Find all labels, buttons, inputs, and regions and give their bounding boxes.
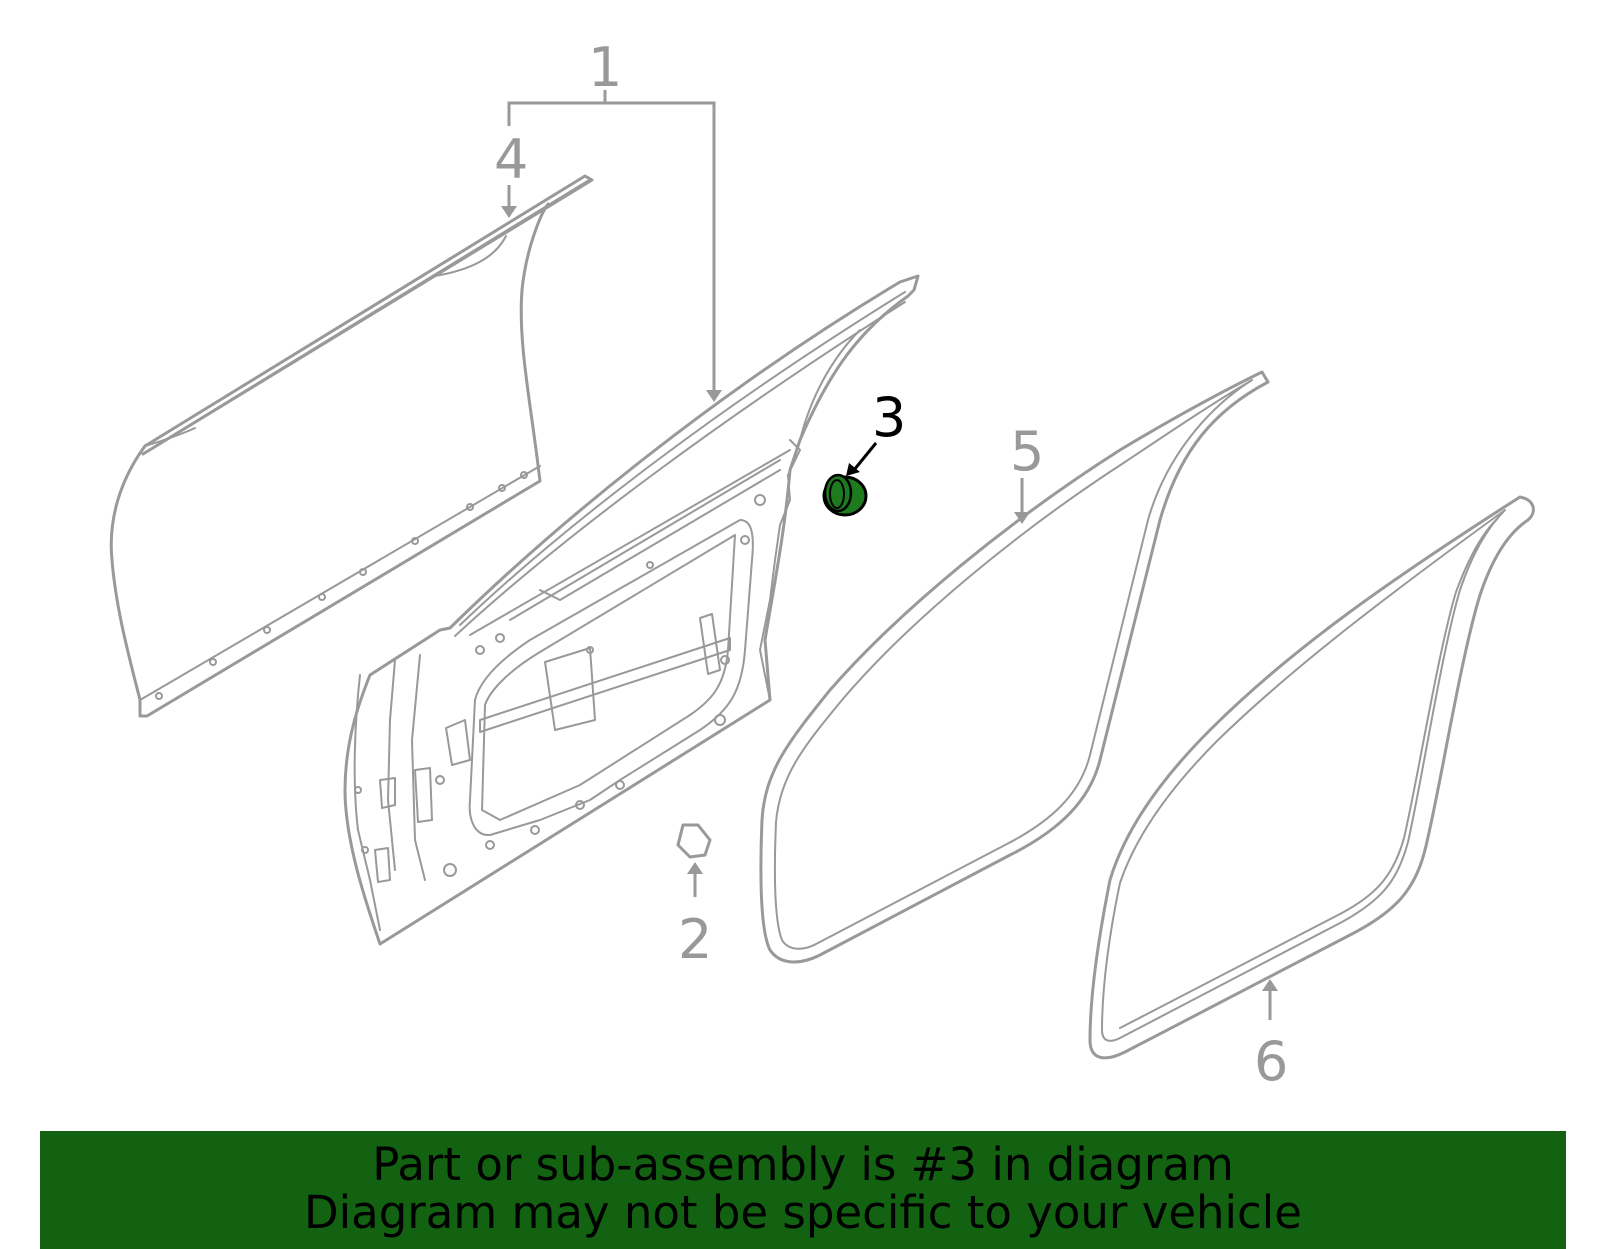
banner-line-2: Diagram may not be specific to your vehi…: [304, 1186, 1302, 1239]
door-shell[interactable]: [343, 274, 920, 946]
body-weatherstrip[interactable]: [1088, 495, 1535, 1060]
callout-1-bracket: [507, 90, 722, 402]
part-2-plug[interactable]: [676, 823, 712, 859]
info-banner: Part or sub-assembly is #3 in diagram Di…: [40, 1131, 1566, 1249]
banner-line-1: Part or sub-assembly is #3 in diagram: [372, 1138, 1234, 1191]
callout-4-leader: [501, 185, 517, 218]
callout-2-leader: [687, 862, 703, 897]
callout-2[interactable]: 2: [678, 908, 712, 971]
parts-diagram: 1 4: [109, 36, 1535, 1093]
outer-door-panel[interactable]: [109, 174, 594, 718]
callout-5[interactable]: 5: [1010, 420, 1044, 483]
callout-6-leader: [1262, 979, 1278, 1020]
callout-3-leader: [846, 442, 878, 476]
door-weatherstrip[interactable]: [759, 370, 1270, 964]
part-3-plug[interactable]: [822, 473, 868, 517]
callout-4[interactable]: 4: [494, 128, 528, 191]
callout-1[interactable]: 1: [588, 36, 622, 99]
callout-3[interactable]: 3: [872, 386, 906, 449]
callout-6[interactable]: 6: [1254, 1030, 1288, 1093]
